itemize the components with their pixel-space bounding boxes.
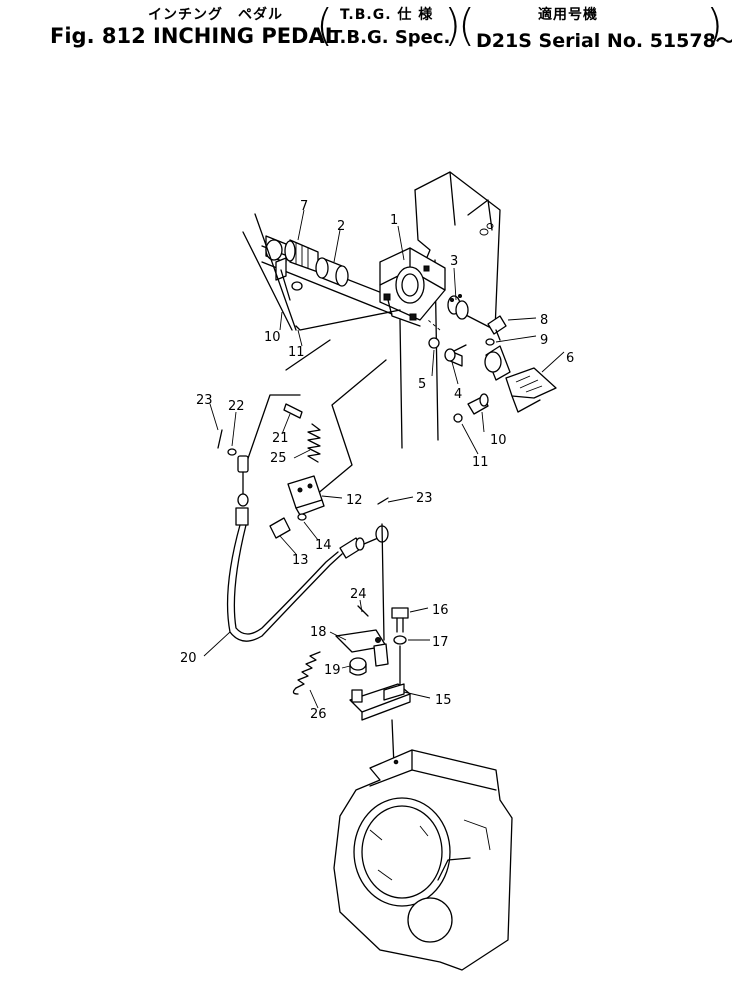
close-paren-serial: ) bbox=[706, 0, 724, 51]
callout-11-right: 11 bbox=[472, 455, 489, 470]
washer-17 bbox=[393, 635, 407, 645]
washer-11-right bbox=[453, 413, 463, 423]
callout-7: 7 bbox=[300, 199, 308, 214]
callout-3: 3 bbox=[450, 254, 458, 269]
bolt-16 bbox=[391, 607, 409, 633]
cable-end-upper bbox=[235, 455, 249, 526]
housing-1 bbox=[379, 247, 446, 327]
callout-26: 26 bbox=[310, 707, 327, 722]
dashed-link bbox=[427, 319, 441, 331]
callout-19: 19 bbox=[324, 663, 341, 678]
transmission-case bbox=[333, 749, 513, 971]
lever-18 bbox=[335, 629, 389, 667]
jp-spec-label: T.B.G. 仕 様 bbox=[340, 7, 434, 23]
callout-8: 8 bbox=[540, 313, 548, 328]
bolt-8 bbox=[487, 315, 507, 341]
callout-23-left: 23 bbox=[196, 393, 213, 408]
open-paren-serial: ( bbox=[458, 0, 476, 51]
collar-19 bbox=[349, 657, 367, 676]
collar-7 bbox=[284, 239, 319, 273]
bracket-15 bbox=[349, 683, 411, 721]
callout-18: 18 bbox=[310, 625, 327, 640]
callout-4: 4 bbox=[454, 387, 462, 402]
jp-applicable-label: 適用号機 bbox=[538, 7, 598, 23]
washer-5 bbox=[428, 337, 440, 349]
callout-14: 14 bbox=[315, 538, 332, 553]
callout-9: 9 bbox=[540, 333, 548, 348]
pin-21 bbox=[283, 403, 303, 419]
close-paren-spec: ) bbox=[444, 0, 462, 51]
callout-23-right: 23 bbox=[416, 491, 433, 506]
callout-15: 15 bbox=[435, 693, 452, 708]
callout-11-left: 11 bbox=[288, 345, 305, 360]
serial-label: D21S Serial No. 51578～ bbox=[476, 30, 732, 52]
callout-10-left: 10 bbox=[264, 330, 281, 345]
rod-line-vertical bbox=[381, 523, 385, 641]
pin-24 bbox=[357, 605, 369, 617]
callout-22: 22 bbox=[228, 399, 245, 414]
link-line-a bbox=[295, 309, 401, 331]
callout-6: 6 bbox=[566, 351, 574, 366]
callout-10-right: 10 bbox=[490, 433, 507, 448]
cable-20 bbox=[226, 524, 389, 642]
callout-13: 13 bbox=[292, 553, 309, 568]
washer-14 bbox=[297, 513, 307, 521]
spring-26 bbox=[292, 651, 321, 695]
callout-17: 17 bbox=[432, 635, 449, 650]
callout-24: 24 bbox=[350, 587, 367, 602]
figure-header: インチング ペダル Fig. 812 INCHING PEDAL ( T.B.G… bbox=[0, 0, 732, 56]
bolt-4 bbox=[444, 344, 467, 367]
spec-label: T.B.G. Spec. bbox=[330, 27, 451, 48]
bolt-13 bbox=[269, 517, 291, 539]
callout-21: 21 bbox=[272, 431, 289, 446]
jp-part-name: インチング ペダル bbox=[148, 7, 283, 23]
leader-line-a bbox=[254, 213, 297, 331]
link-line-b bbox=[285, 339, 331, 371]
callout-20: 20 bbox=[180, 651, 197, 666]
pin-23-left bbox=[217, 429, 223, 449]
rod-line bbox=[243, 394, 301, 471]
figure-title: Fig. 812 INCHING PEDAL bbox=[50, 24, 339, 48]
callout-5: 5 bbox=[418, 377, 426, 392]
guide-line-c bbox=[399, 319, 403, 449]
bolt-10-right bbox=[467, 393, 489, 415]
pin-23-right bbox=[377, 497, 389, 505]
callout-16: 16 bbox=[432, 603, 449, 618]
exploded-parts-diagram: 1 2 3 4 5 6 7 8 9 10 10 11 11 12 13 14 1… bbox=[180, 171, 574, 971]
pedal-6 bbox=[484, 345, 557, 413]
washer-11-left bbox=[291, 281, 303, 291]
callout-2: 2 bbox=[337, 219, 345, 234]
callout-leaders bbox=[203, 209, 565, 709]
open-paren-spec: ( bbox=[316, 0, 334, 51]
spring-25 bbox=[307, 423, 321, 463]
bushing-3 bbox=[447, 294, 469, 320]
clip-22 bbox=[227, 448, 237, 456]
bracket-12 bbox=[287, 475, 325, 516]
guide-line-d bbox=[315, 359, 387, 496]
callout-12: 12 bbox=[346, 493, 363, 508]
callout-25: 25 bbox=[270, 451, 287, 466]
callout-numbers: 1 2 3 4 5 6 7 8 9 10 10 11 11 12 13 14 1… bbox=[180, 199, 574, 722]
leader-line-b bbox=[242, 231, 293, 331]
washer-9 bbox=[485, 338, 495, 346]
bushing-2 bbox=[315, 257, 349, 287]
callout-1: 1 bbox=[390, 213, 398, 228]
